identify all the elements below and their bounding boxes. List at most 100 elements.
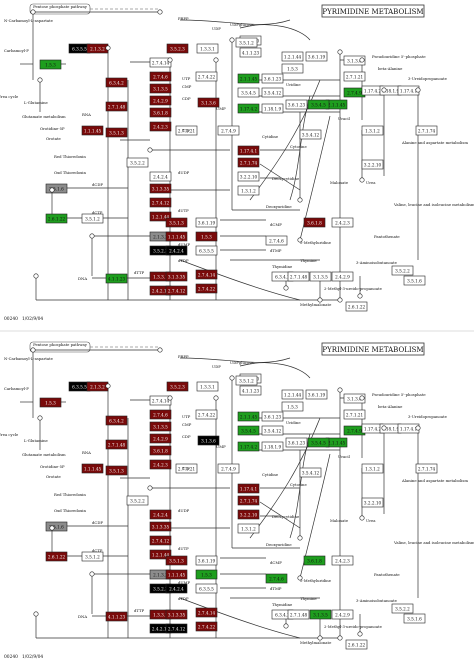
metabolite-label: dCTP	[92, 210, 103, 215]
metabolite-node	[213, 395, 219, 401]
enzyme-box: 3.6.1.23	[285, 99, 308, 110]
enzyme-label: 3.5.1.2	[85, 554, 100, 559]
enzyme-label: 3.1.3.5	[313, 274, 328, 279]
enzyme-box: 2.1.1.45	[237, 411, 260, 422]
enzyme-label: 3.5.1.6	[407, 616, 422, 621]
enzyme-box-rect	[415, 463, 438, 474]
metabolite-label: beta-Alanine	[378, 404, 403, 409]
enzyme-label: 3.5.1.3	[169, 558, 184, 563]
title-box	[321, 4, 425, 18]
metabolite-label: Alanine and aspartate metabolism	[401, 140, 468, 145]
enzyme-box-rect	[345, 301, 368, 312]
enzyme-box-rect	[165, 285, 188, 296]
metabolite-node	[49, 187, 55, 193]
enzyme-label: 2.7.1.74	[418, 466, 436, 471]
metabolite-label: Pentose phosphate pathway	[33, 4, 88, 9]
metabolite-node	[415, 425, 421, 431]
metabolite-label: Deoxyuridine	[266, 542, 292, 547]
metabolite-label: 2-Methyl-3-ureido-propanoate	[324, 624, 383, 629]
enzyme-box: 2.7.4.6	[265, 573, 288, 584]
enzyme-label: 1.17.4.2	[364, 88, 382, 93]
enzyme-box: 3.6.1.8	[149, 445, 172, 456]
enzyme-box: 2.7.1.48	[105, 439, 128, 450]
enzyme-box-rect	[149, 509, 172, 520]
metabolite-label: UDPglucose	[230, 360, 254, 365]
enzyme-label: 2.7.1.21	[178, 128, 196, 133]
enzyme-box-rect	[285, 437, 308, 448]
enzyme-label: 3.2.2.10	[364, 500, 382, 505]
enzyme-label: 3.5.4.5	[311, 440, 326, 445]
enzyme-label: 2.1.1.45	[240, 414, 258, 419]
enzyme-box-rect	[261, 441, 284, 452]
enzyme-box: 3.6.1.8	[303, 217, 326, 228]
enzyme-box: 1.5.3	[281, 401, 304, 412]
enzyme-box-rect	[287, 271, 310, 282]
metabolite-label: Glutamate metabolism	[22, 114, 66, 119]
enzyme-box: 2.7.1.74	[237, 157, 260, 168]
enzyme-box-rect	[281, 51, 304, 62]
enzyme-label: 3.5.2.3	[170, 384, 185, 389]
enzyme-box: 3.5.1.2	[81, 213, 104, 224]
footer-code: 00240	[4, 317, 18, 322]
enzyme-box-rect	[149, 83, 172, 94]
metabolite-label: Urea	[366, 518, 376, 523]
metabolite-node	[167, 395, 173, 401]
enzyme-box-rect	[149, 95, 172, 106]
enzyme-box: 3.5.2.2	[126, 495, 149, 506]
enzyme-box: 2.7.4.14	[149, 57, 172, 68]
enzyme-box-rect	[281, 389, 304, 400]
enzyme-label: 2.4.2.3	[153, 124, 168, 129]
enzyme-label: 3.5.1.2	[85, 216, 100, 221]
enzyme-box: 2.7.1.21	[175, 463, 198, 474]
enzyme-box: 3.5.2.3	[166, 381, 189, 392]
enzyme-box-rect	[105, 127, 128, 138]
metabolite-label: Uridine	[286, 420, 301, 425]
enzyme-box-rect	[45, 521, 68, 532]
enzyme-box-rect	[285, 99, 308, 110]
enzyme-box-rect	[235, 375, 258, 386]
enzyme-label: 2.7.4.6	[269, 576, 284, 581]
metabolite-label: Urea cycle	[0, 94, 19, 99]
enzyme-box-rect	[281, 63, 304, 74]
enzyme-label: 2.1.1.45	[240, 76, 258, 81]
enzyme-box: 1.17.4.2	[237, 441, 260, 452]
enzyme-box-rect	[149, 107, 172, 118]
metabolite-label: Valine, leucine and isoleucine metabolis…	[393, 540, 474, 545]
enzyme-label: 3.5.4.5	[241, 428, 256, 433]
metabolite-node	[147, 147, 153, 153]
enzyme-box: 3.5.1.6	[403, 275, 426, 286]
metabolite-label: Urea cycle	[0, 432, 19, 437]
metabolite-label: dTMP	[270, 586, 282, 591]
enzyme-label: 2.6.1.22	[348, 304, 366, 309]
enzyme-box-rect	[361, 463, 384, 474]
enzyme-box-rect	[149, 433, 172, 444]
enzyme-label: 3.6.1.8	[153, 448, 168, 453]
enzyme-box: 3.5.4.12	[299, 129, 322, 140]
enzyme-label: 2.4.2.10	[152, 288, 170, 293]
enzyme-label: 3.2.2.10	[364, 162, 382, 167]
enzyme-label: 2.4.2.4	[169, 586, 184, 591]
enzyme-box: 2.7.4.9	[217, 125, 240, 136]
enzyme-label: 2.7.4.14	[152, 60, 170, 65]
metabolite-label: CTP	[182, 128, 190, 133]
enzyme-label: 3.5.2.3	[153, 586, 168, 591]
enzyme-box-rect	[105, 77, 128, 88]
enzyme-box: 3.5.2.3	[166, 43, 189, 54]
enzyme-label: 3.5.4.5	[311, 102, 326, 107]
enzyme-label: 3.5.2.2	[395, 268, 410, 273]
enzyme-label: 3.5.2.3	[170, 46, 185, 51]
enzyme-label: 1.1.1.45	[168, 572, 186, 577]
enzyme-label: 2.7.4.12	[152, 538, 170, 543]
enzyme-box: 3.5.4.12	[299, 467, 322, 478]
enzyme-box-rect	[197, 435, 220, 446]
enzyme-box-rect	[195, 569, 218, 580]
metabolite-label: Deoxycytidine	[272, 176, 300, 181]
enzyme-box-rect	[195, 269, 218, 280]
enzyme-label: 6.3.5.5	[72, 384, 87, 389]
enzyme-label: 1.17.4.1	[240, 486, 258, 491]
enzyme-box-rect	[195, 583, 218, 594]
enzyme-label: 3.6.1.23	[264, 76, 282, 81]
metabolite-label: Carbamoyl-P	[4, 386, 29, 391]
enzyme-box-rect	[105, 465, 128, 476]
enzyme-label: 1.18.1.9	[382, 88, 400, 93]
